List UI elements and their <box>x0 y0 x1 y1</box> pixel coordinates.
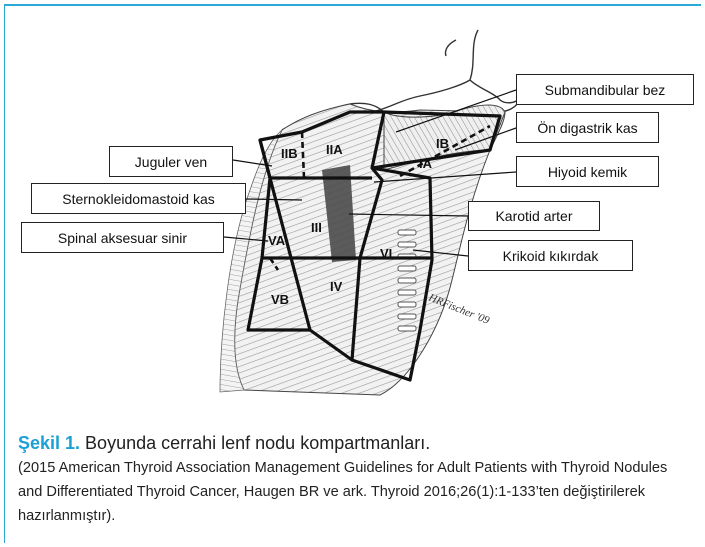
label-on-digastrik-kas: Ön digastrik kas <box>516 112 659 143</box>
label-karotid-arter: Karotid arter <box>468 201 600 231</box>
zone-VA: VA <box>268 233 286 248</box>
figure-caption: Şekil 1. Boyunda cerrahi lenf nodu kompa… <box>18 430 688 528</box>
label-hiyoid-kemik: Hiyoid kemik <box>516 156 659 187</box>
caption-title-text: Boyunda cerrahi lenf nodu kompartmanları… <box>80 433 430 453</box>
label-spinal-aksesuar-sinir: Spinal aksesuar sinir <box>21 222 224 253</box>
caption-source-note: (2015 American Thyroid Association Manag… <box>18 456 688 528</box>
zone-IV: IV <box>330 279 343 294</box>
label-submandibular-bez: Submandibular bez <box>516 74 694 105</box>
zone-VI: VI <box>380 246 392 261</box>
zone-IA: IA <box>419 156 433 171</box>
trachea <box>398 230 416 331</box>
zone-IIA: IIA <box>326 142 343 157</box>
neck-lymph-node-figure: IIB IIA IB IA III VA VB IV VI HRFischer … <box>0 0 705 420</box>
label-juguler-ven: Juguler ven <box>109 146 233 177</box>
caption-title: Şekil 1. Boyunda cerrahi lenf nodu kompa… <box>18 430 688 456</box>
caption-figure-number: Şekil 1. <box>18 433 80 453</box>
label-krikoid-kikirdak: Krikoid kıkırdak <box>468 240 633 271</box>
zone-IIB: IIB <box>281 146 298 161</box>
zone-III: III <box>311 220 322 235</box>
label-sternokleidomastoid-kas: Sternokleidomastoid kas <box>31 183 246 214</box>
zone-VB: VB <box>271 292 289 307</box>
zone-IB: IB <box>436 136 449 151</box>
